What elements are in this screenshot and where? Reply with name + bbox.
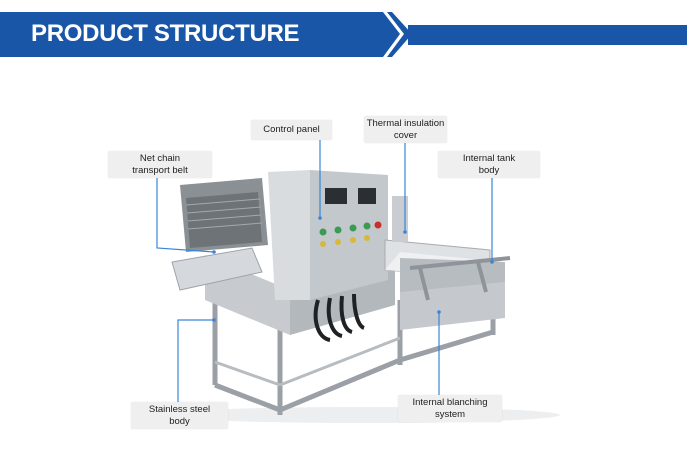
blanching-label-line2: system: [434, 408, 466, 420]
header-banner: [0, 12, 687, 57]
internal-tank-label-line1: Internal tank: [462, 153, 516, 164]
callout-internal-tank-body: Internal tank body: [438, 151, 540, 178]
callout-control-panel: Control panel: [251, 120, 332, 140]
net-chain-label-line1: Net chain: [139, 153, 181, 164]
stainless-label-line2: body: [169, 415, 190, 427]
stainless-label-line1: Stainless steel: [148, 404, 211, 415]
page-title: PRODUCT STRUCTURE: [31, 20, 300, 47]
thermal-insulation-label-line1: Thermal insulation: [366, 118, 445, 129]
thermal-insulation-label-line2: cover: [393, 129, 418, 141]
callout-stainless-steel-body: Stainless steel body: [131, 402, 228, 429]
internal-tank-label-line2: body: [478, 164, 500, 176]
blanching-label-line1: Internal blanching: [412, 397, 488, 408]
callout-thermal-insulation-cover: Thermal insulation cover: [364, 116, 447, 143]
net-chain-label-line2: transport belt: [132, 164, 188, 176]
control-panel-label: Control panel: [263, 124, 320, 135]
callout-internal-blanching-system: Internal blanching system: [398, 395, 502, 422]
callout-net-chain-transport-belt: Net chain transport belt: [108, 151, 212, 178]
